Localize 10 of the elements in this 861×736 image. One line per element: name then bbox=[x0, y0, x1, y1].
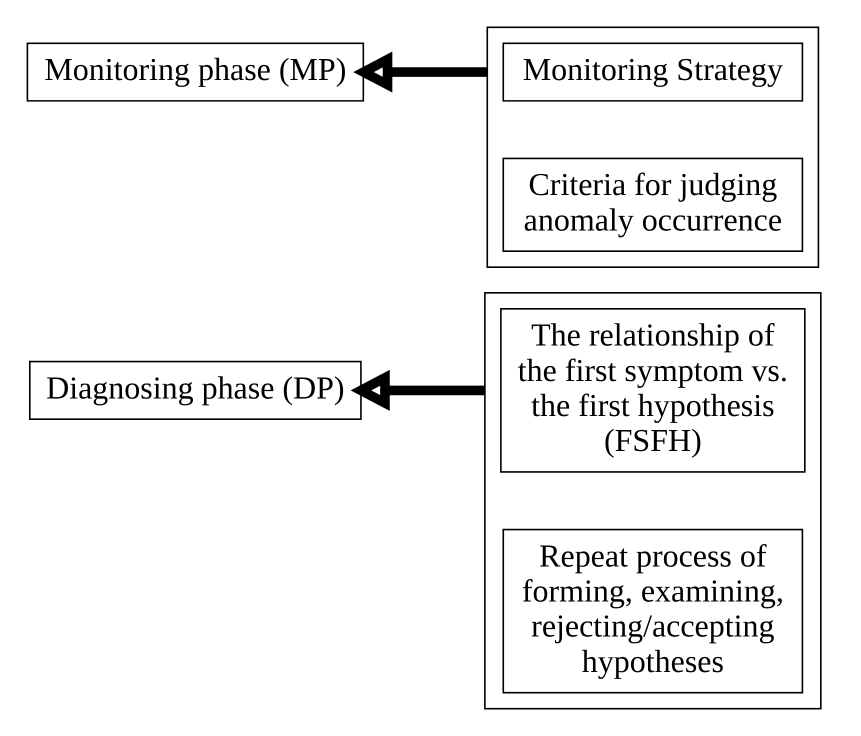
arrow bbox=[350, 370, 485, 411]
node-box: Monitoring Strategy bbox=[502, 42, 804, 102]
node-box: The relationship of the first symptom vs. the first hypothesis (FSFH) bbox=[500, 308, 806, 473]
node-box: Criteria for judging anomaly occurrence bbox=[502, 158, 804, 252]
cluster bbox=[486, 26, 820, 268]
node-box: Monitoring phase (MP) bbox=[26, 42, 364, 102]
node-box: Diagnosing phase (DP) bbox=[29, 360, 362, 420]
cluster bbox=[484, 292, 822, 710]
arrow bbox=[353, 52, 488, 93]
node-box: Repeat process of forming, examining, rejecting/accepting hypotheses bbox=[502, 528, 804, 694]
